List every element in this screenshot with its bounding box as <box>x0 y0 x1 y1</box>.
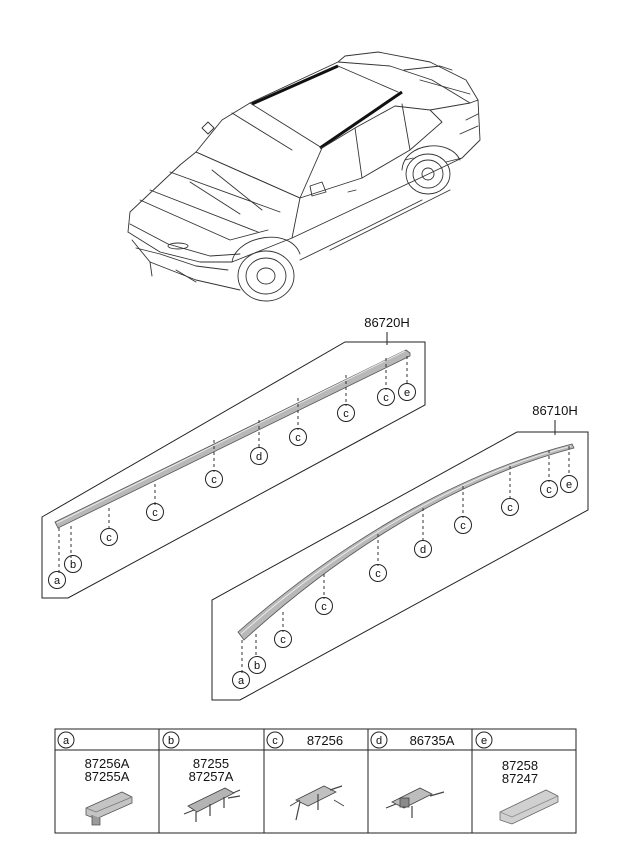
svg-text:d: d <box>256 451 262 463</box>
svg-text:c: c <box>383 392 389 404</box>
part-thumbnail-a <box>85 791 133 826</box>
svg-text:c: c <box>507 502 513 514</box>
callout-c: c <box>205 470 223 488</box>
legend-key-e: e <box>475 731 493 749</box>
callout-d: d <box>414 540 432 558</box>
part-thumbnail-d <box>385 787 445 818</box>
callout-c: c <box>315 597 333 615</box>
callout-c: c <box>146 503 164 521</box>
part-thumbnail-b <box>183 787 241 822</box>
legend-key-a: a <box>57 731 75 749</box>
callout-c: c <box>377 388 395 406</box>
legend-part-number: 87255A <box>85 769 130 784</box>
part-number-label: 86710H <box>532 403 578 418</box>
callouts: a b c c c d c c c e a b c c c d c c c e <box>48 383 578 689</box>
part-thumbnail-c <box>289 785 345 821</box>
svg-text:c: c <box>211 474 217 486</box>
legend-key-b: b <box>162 731 180 749</box>
svg-text:d: d <box>420 544 426 556</box>
callout-b: b <box>64 555 82 573</box>
callout-c: c <box>369 564 387 582</box>
svg-text:c: c <box>546 484 552 496</box>
roof-molding-strip <box>237 443 575 641</box>
callout-c: c <box>337 404 355 422</box>
callout-e: e <box>398 383 416 401</box>
svg-text:e: e <box>566 479 572 491</box>
svg-text:c: c <box>106 532 112 544</box>
callout-b: b <box>248 656 266 674</box>
callout-c: c <box>289 428 307 446</box>
callout-leaders <box>58 356 570 673</box>
svg-text:a: a <box>238 675 245 687</box>
assembly-86710h: 86710H <box>211 403 589 701</box>
svg-text:b: b <box>168 735 174 747</box>
svg-text:c: c <box>152 507 158 519</box>
callout-d: d <box>250 447 268 465</box>
part-thumbnail-e <box>499 789 559 825</box>
legend-key-d: d <box>370 731 388 749</box>
svg-text:a: a <box>63 735 70 747</box>
callout-c: c <box>540 480 558 498</box>
svg-text:b: b <box>70 559 76 571</box>
legend-part-number: 87256A <box>85 756 130 771</box>
legend-part-number: 87255 <box>193 756 229 771</box>
svg-text:e: e <box>404 387 410 399</box>
legend-key-c: c <box>266 731 284 749</box>
svg-text:c: c <box>460 520 466 532</box>
svg-text:c: c <box>375 568 381 580</box>
part-number-label: 86720H <box>364 315 410 330</box>
callout-e: e <box>560 475 578 493</box>
legend-part-number: 87256 <box>307 733 343 748</box>
svg-text:c: c <box>272 735 278 747</box>
callout-c: c <box>454 516 472 534</box>
svg-text:c: c <box>321 601 327 613</box>
svg-text:c: c <box>295 432 301 444</box>
callout-c: c <box>501 498 519 516</box>
assembly-86720h: 86720H <box>41 315 426 599</box>
legend-part-number: 87257A <box>189 769 234 784</box>
roof-molding-strip <box>54 349 411 529</box>
legend-part-number: 87258 <box>502 758 538 773</box>
car-illustration <box>127 51 481 302</box>
svg-text:d: d <box>376 735 382 747</box>
svg-text:c: c <box>343 408 349 420</box>
svg-text:b: b <box>254 660 260 672</box>
legend-part-number: 86735A <box>410 733 455 748</box>
assembly-outline <box>211 431 589 701</box>
legend-part-number: 87247 <box>502 771 538 786</box>
callout-a: a <box>48 571 66 589</box>
svg-text:a: a <box>54 575 61 587</box>
svg-text:c: c <box>280 634 286 646</box>
legend-table: a b c d e 87256 86735A 87256A 87255A 872… <box>54 728 577 834</box>
svg-text:e: e <box>481 735 487 747</box>
callout-a: a <box>232 671 250 689</box>
callout-c: c <box>100 528 118 546</box>
callout-c: c <box>274 630 292 648</box>
assembly-outline <box>41 341 426 599</box>
